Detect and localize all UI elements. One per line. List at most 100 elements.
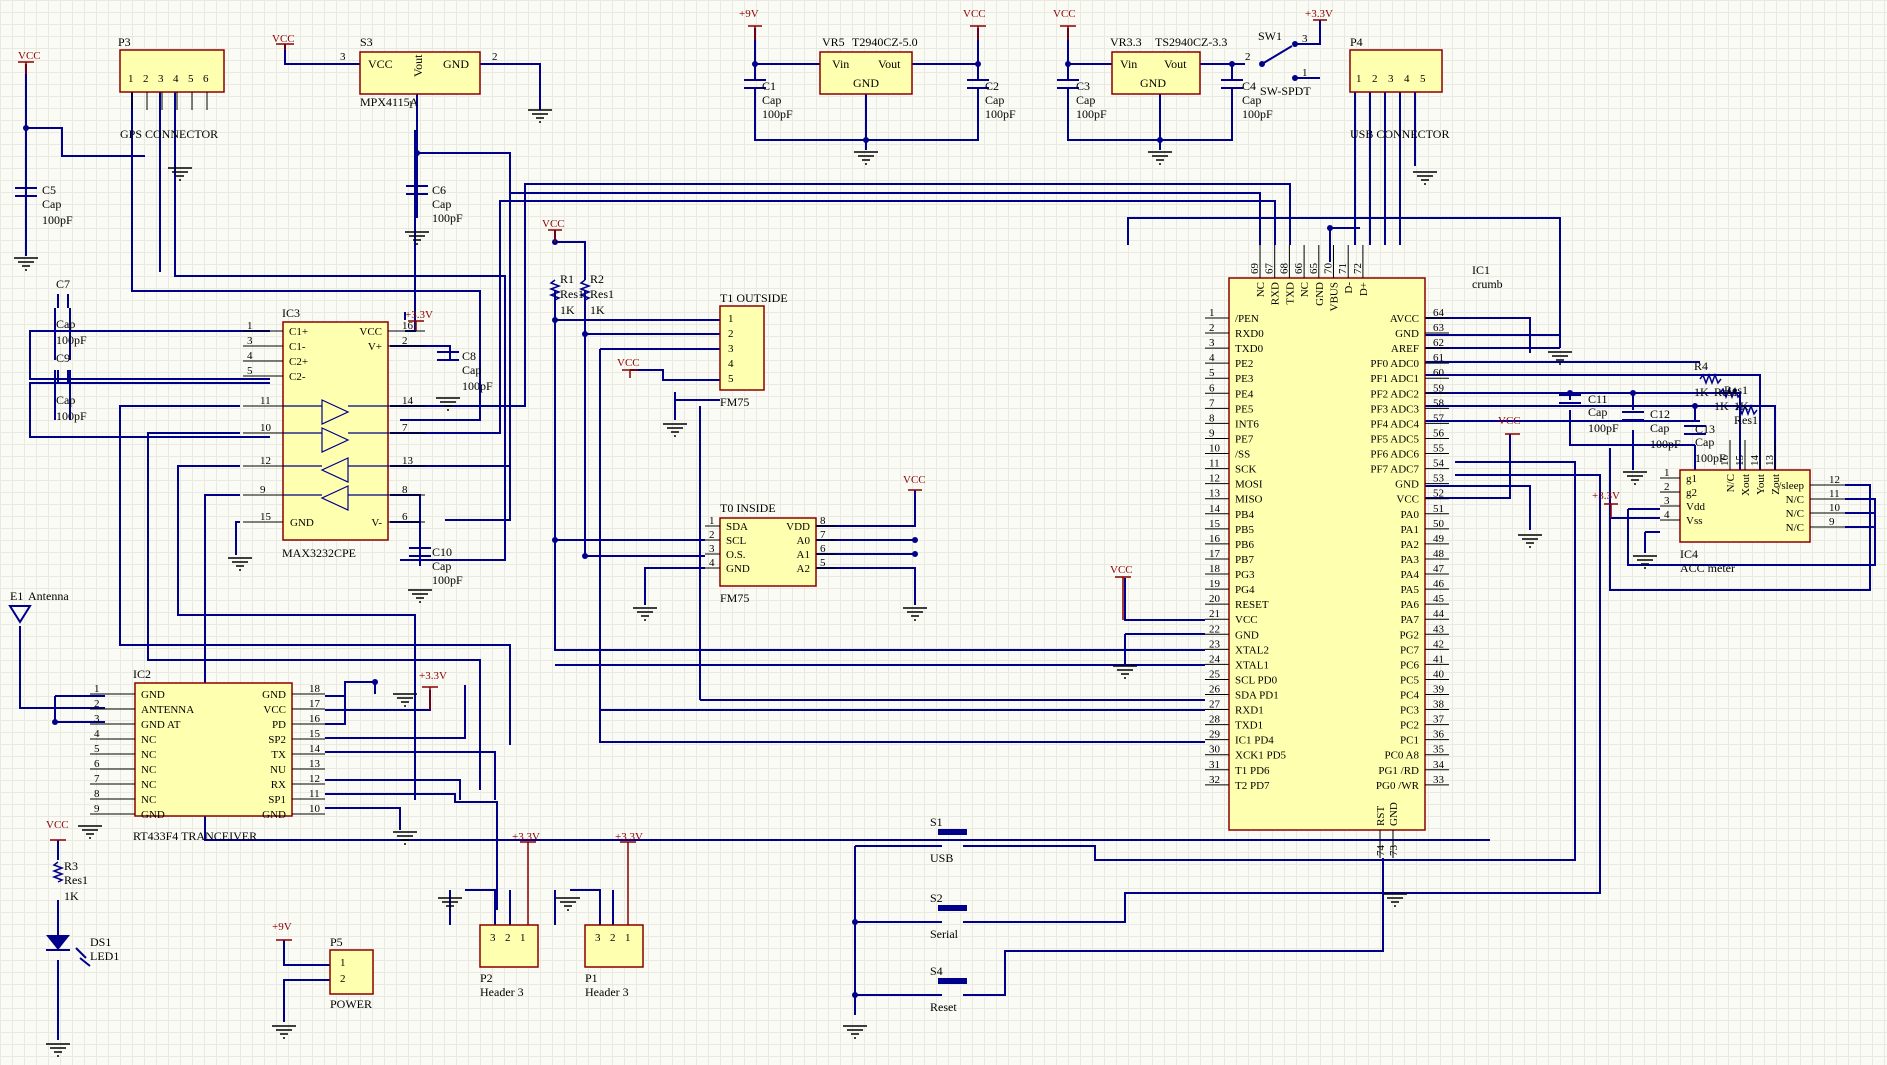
- ic2-pin-number: 8: [94, 788, 100, 800]
- svg-text:P2: P2: [480, 971, 493, 985]
- ic3-pin-number: 15: [260, 511, 272, 523]
- svg-text:GPS CONNECTOR: GPS CONNECTOR: [120, 127, 218, 141]
- t0-pin-number: 3: [709, 543, 715, 555]
- ic1-pin-number: 29: [1209, 729, 1221, 741]
- ic3-pin-number: 2: [402, 335, 408, 347]
- ic1-pin-number: 64: [1433, 307, 1445, 319]
- ic1-pin-number: 46: [1433, 578, 1445, 590]
- svg-text:1K: 1K: [1734, 399, 1749, 413]
- ic2-pin-number: 15: [309, 728, 321, 740]
- svg-text:100pF: 100pF: [1650, 437, 1681, 451]
- svg-text:S4: S4: [930, 964, 943, 978]
- ic1-pin-number: 15: [1209, 518, 1221, 530]
- svg-text:FM75: FM75: [720, 591, 749, 605]
- ic1-pin-name: SCL PD0: [1235, 674, 1278, 686]
- svg-text:Cap: Cap: [1076, 93, 1095, 107]
- ic3-pin-name: C1-: [289, 341, 306, 353]
- svg-text:Cap: Cap: [432, 559, 451, 573]
- ic4-pin-number: 16: [1719, 455, 1731, 467]
- svg-text:RT433F4 TRANCEIVER: RT433F4 TRANCEIVER: [133, 829, 257, 843]
- svg-text:POWER: POWER: [330, 997, 372, 1011]
- t0-pin-number: 6: [820, 543, 826, 555]
- svg-text:USB CONNECTOR: USB CONNECTOR: [1350, 127, 1449, 141]
- ic2-pin-name: NC: [141, 749, 156, 761]
- ic1-pin-name: T2 PD7: [1235, 780, 1270, 792]
- ic2-pin-name: SP1: [268, 794, 286, 806]
- ic3-pin-name: V-: [371, 517, 382, 529]
- ic2-pin-name: NC: [141, 794, 156, 806]
- ic1-pin-name: SCK: [1235, 464, 1256, 476]
- svg-text:S3: S3: [360, 35, 373, 49]
- ic1-pin-name: XCK1 PD5: [1235, 750, 1287, 762]
- ic1-pin-number: 47: [1433, 563, 1445, 575]
- ic1-pin-number: 1: [1209, 307, 1215, 319]
- ic1-pin-number: 42: [1433, 638, 1444, 650]
- ic4-pin-number: 3: [1664, 495, 1670, 507]
- svg-text:VCC: VCC: [1498, 415, 1521, 427]
- ic3-pin-number: 10: [260, 422, 272, 434]
- ic1-pin-name: RXD: [1270, 282, 1282, 305]
- svg-text:Cap: Cap: [985, 93, 1004, 107]
- ic4-accelerometer: IC4 ACC meter: [1679, 469, 1811, 575]
- svg-text:4: 4: [728, 358, 734, 370]
- ic1-pin-name: PG2: [1399, 629, 1419, 641]
- svg-text:VR5: VR5: [822, 35, 845, 49]
- ic3-pin-number: 12: [260, 455, 271, 467]
- svg-text:C4: C4: [1242, 79, 1256, 93]
- ic1-pin-name: PF0 ADC0: [1370, 358, 1419, 370]
- ic1-pin-name: RXD1: [1235, 705, 1264, 717]
- t0-pin-number: 4: [709, 557, 715, 569]
- ic1-pin-number: 7: [1209, 397, 1215, 409]
- ic1-crumb: IC1 crumb: [1228, 263, 1503, 831]
- svg-text:Res1: Res1: [1734, 413, 1758, 427]
- ic1-pin-number: 28: [1209, 714, 1221, 726]
- power-labels: VCC VCC +9V VCC VCC +3.3V +3.3V VCC VCC …: [18, 8, 1620, 933]
- svg-text:Cap: Cap: [1695, 435, 1714, 449]
- ic2-pin-number: 4: [94, 728, 100, 740]
- ic2-pin-number: 12: [309, 773, 320, 785]
- ic1-pin-number: 74: [1375, 845, 1387, 857]
- svg-text:S1: S1: [930, 815, 943, 829]
- svg-text:VCC: VCC: [963, 8, 986, 20]
- ic2-pin-number: 18: [309, 683, 321, 695]
- svg-text:100pF: 100pF: [762, 107, 793, 121]
- svg-text:3: 3: [1388, 73, 1394, 85]
- svg-text:ACC meter: ACC meter: [1680, 561, 1735, 575]
- ic1-pin-1: 1/PEN: [1205, 307, 1259, 325]
- push-switches: S1 USB S2 Serial S4 Reset: [930, 815, 975, 1014]
- svg-text:P3: P3: [118, 35, 131, 49]
- ic1-pin-number: 10: [1209, 443, 1221, 455]
- ic3-pin-10: 10: [243, 422, 283, 434]
- t0-pin-name: SDA: [726, 521, 748, 533]
- ic2-pin-name: NU: [270, 764, 286, 776]
- svg-text:+9V: +9V: [272, 921, 292, 933]
- ic2-pin-number: 7: [94, 773, 100, 785]
- pressure-sensor-s3: S3 VCC Vout GND 3 2 1 MPX4115A: [340, 35, 498, 111]
- ic3-pin-number: 8: [402, 484, 408, 496]
- svg-text:1: 1: [728, 313, 734, 325]
- svg-text:100pF: 100pF: [432, 573, 463, 587]
- svg-text:S2: S2: [930, 891, 943, 905]
- svg-text:5: 5: [728, 373, 734, 385]
- ic1-pin-number: 58: [1433, 397, 1445, 409]
- svg-text:1K: 1K: [590, 303, 605, 317]
- svg-text:C2: C2: [985, 79, 999, 93]
